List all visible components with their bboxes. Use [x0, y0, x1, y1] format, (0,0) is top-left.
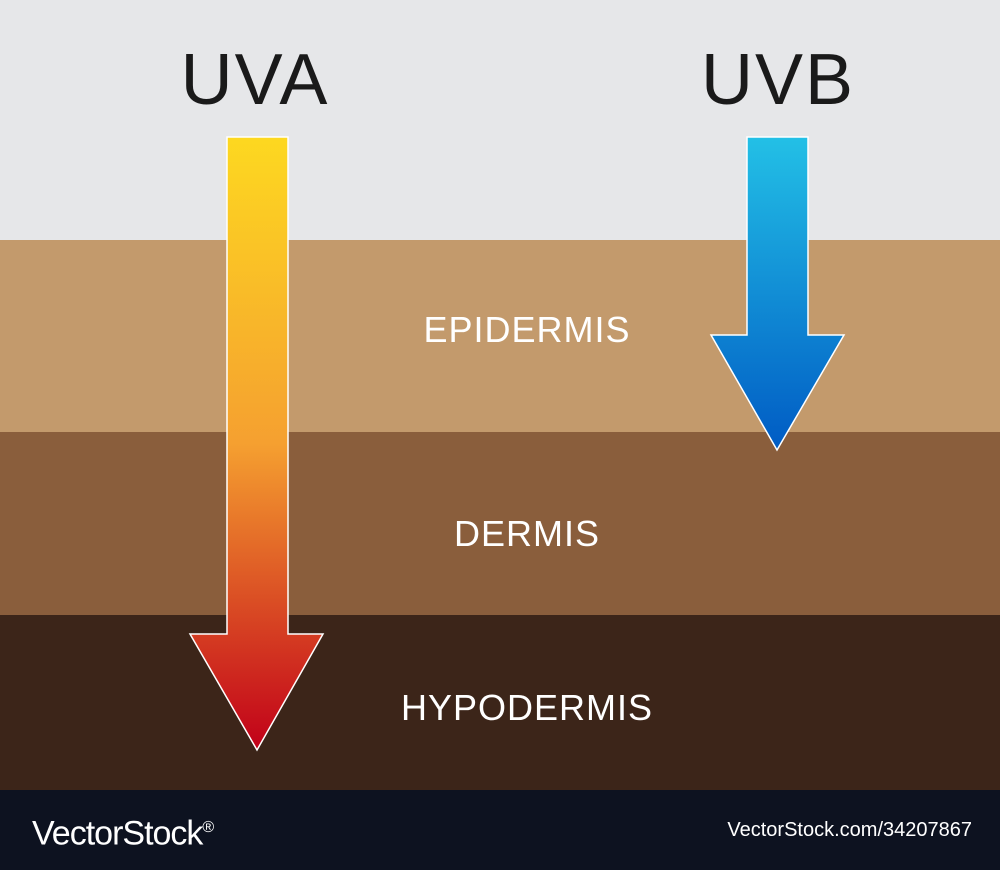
- uvb-arrow: [709, 136, 846, 452]
- uva-arrow: [188, 136, 325, 752]
- hypodermis-band: [0, 615, 1000, 790]
- dermis-label: DERMIS: [453, 513, 600, 554]
- image-id-text: VectorStock.com/34207867: [727, 819, 972, 841]
- epidermis-label: EPIDERMIS: [423, 309, 631, 350]
- brand-name: VectorStock: [32, 814, 203, 853]
- uvb-label: UVB: [700, 40, 856, 120]
- watermark-footer: VectorStock® VectorStock.com/34207867: [0, 790, 1000, 870]
- dermis-band: [0, 432, 1000, 615]
- uva-label: UVA: [180, 40, 330, 120]
- registered-mark: ®: [202, 819, 214, 836]
- vectorstock-logo: VectorStock®: [32, 808, 214, 853]
- hypodermis-label: HYPODERMIS: [400, 687, 654, 728]
- sky-band: [0, 0, 1000, 240]
